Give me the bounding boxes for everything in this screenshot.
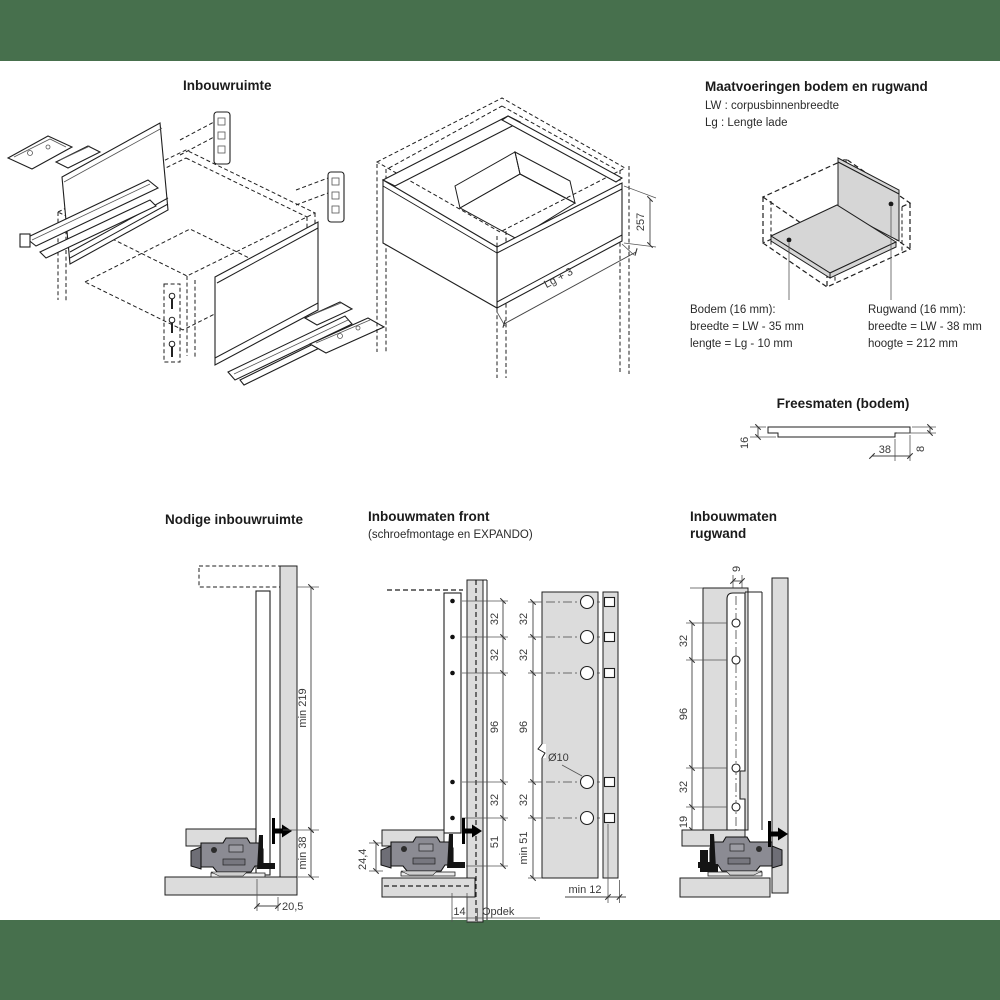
floor-cross xyxy=(679,877,771,898)
dim-elev-min51: min 51 xyxy=(518,831,530,864)
dim-14: 14 xyxy=(453,906,465,918)
section-title-rugwand-1: Inbouwmaten xyxy=(690,509,777,524)
rear-fixing-black xyxy=(700,850,718,872)
dim-elev-32a: 32 xyxy=(518,613,530,625)
right-side-panel xyxy=(214,221,319,366)
front-fixing-strip xyxy=(163,283,181,363)
dim-cross-32a: 32 xyxy=(489,613,501,625)
dim-rw-32a: 32 xyxy=(678,635,690,647)
dim-rw-19: 19 xyxy=(678,816,690,828)
locking-device-left xyxy=(6,135,74,170)
rear-bracket-1 xyxy=(179,111,231,165)
bottom-green-band xyxy=(0,920,1000,1000)
exploded-view-diagram: Inbouwruimte xyxy=(6,78,386,386)
top-rail-dashed xyxy=(198,565,281,588)
drawer-iso-diagram: 257 Lg + 3 xyxy=(375,97,657,378)
dim-9: 9 xyxy=(731,566,743,572)
dim-cross-32b: 32 xyxy=(489,649,501,661)
break-symbol xyxy=(537,743,546,759)
rugwand-section: Inbouwmaten rugwand 9 xyxy=(678,509,789,898)
right-runner xyxy=(227,315,353,381)
back-wall-rim xyxy=(500,115,624,183)
rugwand-panel xyxy=(837,161,900,242)
dim-257: 257 xyxy=(635,213,647,231)
section-title-freesmaten: Freesmaten (bodem) xyxy=(777,396,910,411)
rugwand-heading: Rugwand (16 mm): xyxy=(868,304,966,316)
floor-cross xyxy=(381,877,476,898)
bodem-profile xyxy=(767,426,911,438)
top-green-band xyxy=(0,0,1000,61)
dim-38: 38 xyxy=(879,444,891,456)
freesmaten-section: Freesmaten (bodem) 16 8 38 xyxy=(739,396,936,461)
front-panel xyxy=(382,179,498,309)
dim-16: 16 xyxy=(739,437,751,449)
section-title-rugwand-2: rugwand xyxy=(690,526,746,541)
section-title-front: Inbouwmaten front xyxy=(368,509,490,524)
cabinet-side-panel xyxy=(279,565,298,894)
dim-205: 20,5 xyxy=(282,901,303,913)
cabinet-side-panel xyxy=(771,577,789,894)
locking-device-right xyxy=(308,317,386,354)
left-runner xyxy=(24,179,160,247)
dim-min12: min 12 xyxy=(568,884,601,896)
bodem-rugwand-iso xyxy=(761,157,912,300)
label-hole-diameter: Ø10 xyxy=(548,752,569,764)
dim-min219: min 219 xyxy=(297,688,309,727)
rugwand-breedte: breedte = LW - 38 mm xyxy=(868,321,982,333)
dim-244: 24,4 xyxy=(357,849,369,870)
bracket-left xyxy=(54,145,102,169)
dim-elev-32b: 32 xyxy=(518,649,530,661)
left-wall-rim xyxy=(381,115,522,187)
dim-rw-32b: 32 xyxy=(678,781,690,793)
label-opdek: Opdek xyxy=(482,906,515,918)
section-title-maatvoeringen: Maatvoeringen bodem en rugwand xyxy=(705,79,928,94)
dim-rw-96: 96 xyxy=(678,708,690,720)
rugwand-hoogte: hoogte = 212 mm xyxy=(868,338,958,350)
legend-lw: LW : corpusbinnenbreedte xyxy=(705,100,839,112)
bodem-lengte: lengte = Lg - 10 mm xyxy=(690,338,793,350)
drawer-side-panel xyxy=(255,590,271,876)
cabinet-floor xyxy=(164,876,298,896)
dim-8: 8 xyxy=(915,446,927,452)
bracket-holes xyxy=(731,618,741,812)
nodige-section: Nodige inbouwruimte min 219 min 38 20,5 xyxy=(164,512,319,913)
dim-elev-32c: 32 xyxy=(518,794,530,806)
dim-cross-96: 96 xyxy=(489,721,501,733)
front-section: Inbouwmaten front (schroefmontage en EXP… xyxy=(357,509,626,923)
bodem-heading: Bodem (16 mm): xyxy=(690,304,776,316)
maatvoeringen-section: Maatvoeringen bodem en rugwand LW : corp… xyxy=(690,79,982,350)
dim-elev-96: 96 xyxy=(518,721,530,733)
cabinet-dashed-outline xyxy=(375,97,627,233)
dim-cross-32c: 32 xyxy=(489,794,501,806)
bodem-breedte: breedte = LW - 35 mm xyxy=(690,321,804,333)
section-title-nodige: Nodige inbouwruimte xyxy=(165,512,303,527)
section-title-inbouwruimte: Inbouwruimte xyxy=(183,78,272,93)
dim-cross-51: 51 xyxy=(489,836,501,848)
section-subtitle-front: (schroefmontage en EXPANDO) xyxy=(368,529,533,541)
legend-lg: Lg : Lengte lade xyxy=(705,117,788,129)
hole-row xyxy=(546,594,616,826)
drawer-bottom-face xyxy=(458,173,577,240)
bracket-right xyxy=(303,301,354,326)
rear-bracket-2 xyxy=(295,171,345,223)
drawer-side-elevation xyxy=(602,591,619,879)
drawer-side-cross xyxy=(443,592,462,834)
dim-min38: min 38 xyxy=(297,836,309,869)
front-panel-cross xyxy=(466,579,484,923)
